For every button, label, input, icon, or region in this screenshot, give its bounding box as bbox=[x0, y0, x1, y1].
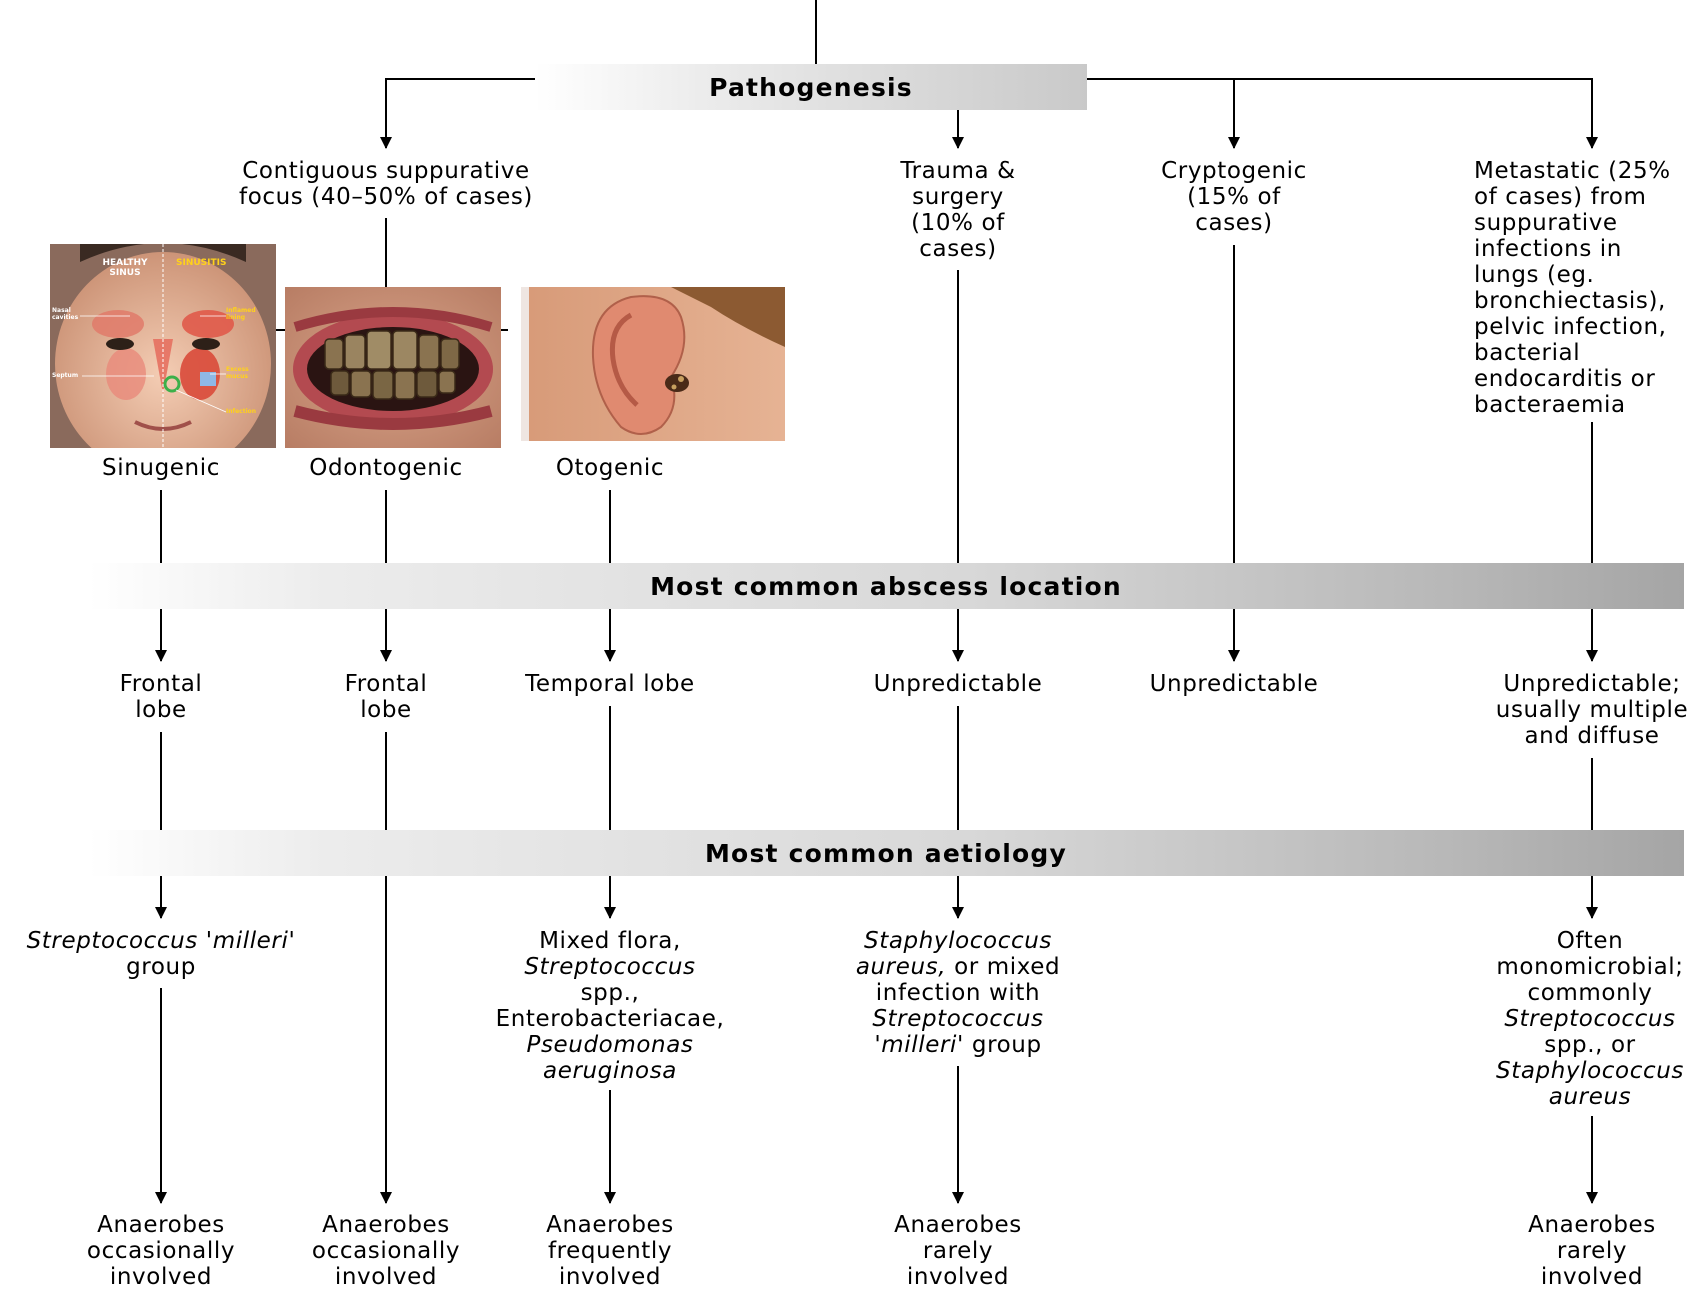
location-metastatic: Unpredictable; usually multiple and diff… bbox=[1495, 671, 1689, 749]
pathogenesis-header: Pathogenesis bbox=[535, 64, 1087, 110]
aetiology-trauma-line5a: 'milleri' bbox=[874, 1032, 964, 1058]
anaerobes-trauma: Anaerobes rarely involved bbox=[894, 1212, 1022, 1290]
aetiology-trauma-line5b: group bbox=[963, 1032, 1042, 1058]
sinugenic-label: Sinugenic bbox=[102, 455, 220, 481]
location-cryptogenic: Unpredictable bbox=[1149, 671, 1319, 697]
aetiology-trauma: Staphylococcus aureus, or mixed infectio… bbox=[818, 928, 1098, 1058]
aetiology-trauma-line1: Staphylococcus bbox=[864, 928, 1052, 954]
aetiology-otogenic-line2: Streptococcus bbox=[524, 954, 696, 980]
sinus-diagram-image: HEALTHY SINUS SINUSITIS Nasal cavities S… bbox=[50, 244, 276, 448]
arrow-to-metastatic bbox=[1087, 78, 1598, 149]
aetiology-otogenic: Mixed flora, Streptococcus spp., Enterob… bbox=[470, 928, 750, 1084]
aetiology-metastatic-line5: spp., or bbox=[1544, 1032, 1636, 1058]
aetiology-metastatic-line1: Often bbox=[1556, 928, 1624, 954]
dental-decay-image bbox=[285, 287, 501, 448]
odontogenic-label: Odontogenic bbox=[309, 455, 463, 481]
trauma-surgery-text: Trauma & surgery (10% of cases) bbox=[900, 158, 1016, 262]
anaerobes-odontogenic: Anaerobes occasionally involved bbox=[311, 1212, 461, 1290]
aetiology-metastatic-line3: commonly bbox=[1527, 980, 1653, 1006]
healthy-sinus-label: HEALTHY SINUS bbox=[102, 258, 148, 278]
location-trauma: Unpredictable bbox=[873, 671, 1043, 697]
anaerobes-metastatic: Anaerobes rarely involved bbox=[1528, 1212, 1656, 1290]
metastatic-text: Metastatic (25% of cases) from suppurati… bbox=[1474, 158, 1671, 418]
excess-mucus-label: Excess mucus bbox=[226, 366, 249, 380]
aetiology-sinugenic-organism: Streptococcus 'milleri' bbox=[26, 928, 296, 954]
location-sinugenic: Frontal lobe bbox=[119, 671, 203, 723]
contiguous-focus-text: Contiguous suppurative focus (40–50% of … bbox=[239, 158, 533, 210]
aetiology-otogenic-line6: aeruginosa bbox=[543, 1058, 677, 1084]
otogenic-label: Otogenic bbox=[555, 455, 665, 481]
anaerobes-sinugenic: Anaerobes occasionally involved bbox=[86, 1212, 236, 1290]
nasal-cavities-label: Nasal cavities bbox=[52, 307, 79, 321]
aetiology-otogenic-line4: Enterobacteriacae, bbox=[495, 1006, 725, 1032]
aetiology-trauma-line2a: aureus, bbox=[855, 954, 947, 980]
infection-label: Infection bbox=[226, 408, 257, 415]
septum-label: Septum bbox=[52, 372, 79, 379]
aetiology-sinugenic-group: group bbox=[126, 954, 196, 980]
arrow-to-contiguous bbox=[380, 78, 535, 149]
aetiology-metastatic-line2: monomicrobial; bbox=[1496, 954, 1684, 980]
sinusitis-label: SINUSITIS bbox=[176, 258, 227, 268]
aetiology-sinugenic: Streptococcus 'milleri' group bbox=[6, 928, 316, 980]
aetiology-trauma-line3: infection with bbox=[875, 980, 1041, 1006]
aetiology-otogenic-line3: spp., bbox=[580, 980, 640, 1006]
aetiology-header: Most common aetiology bbox=[88, 830, 1684, 876]
aetiology-otogenic-line5: Pseudomonas bbox=[526, 1032, 694, 1058]
aetiology-metastatic-line7: aureus bbox=[1548, 1084, 1632, 1110]
aetiology-trauma-line4: Streptococcus bbox=[872, 1006, 1044, 1032]
aetiology-metastatic-line6: Staphylococcus bbox=[1496, 1058, 1684, 1084]
anaerobes-otogenic: Anaerobes frequently involved bbox=[546, 1212, 674, 1290]
location-odontogenic: Frontal lobe bbox=[344, 671, 428, 723]
aetiology-otogenic-line1: Mixed flora, bbox=[539, 928, 681, 954]
location-otogenic: Temporal lobe bbox=[525, 671, 695, 697]
aetiology-metastatic: Often monomicrobial; commonly Streptococ… bbox=[1478, 928, 1702, 1110]
aetiology-metastatic-line4: Streptococcus bbox=[1504, 1006, 1676, 1032]
inflamed-lining-label: Inflamed lining bbox=[226, 307, 256, 321]
aetiology-trauma-line2b: or mixed bbox=[946, 954, 1061, 980]
ear-discharge-image bbox=[521, 287, 785, 441]
cryptogenic-text: Cryptogenic (15% of cases) bbox=[1161, 158, 1307, 236]
location-header: Most common abscess location bbox=[88, 563, 1684, 609]
